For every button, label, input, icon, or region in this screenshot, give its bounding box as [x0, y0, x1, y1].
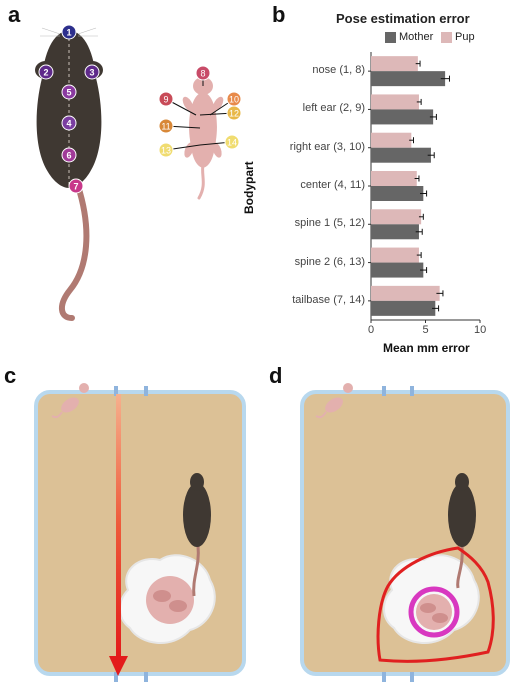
- bar-pup: [371, 132, 412, 148]
- pup-illustration: [182, 77, 224, 200]
- category-label: nose (1, 8): [312, 64, 365, 77]
- pup-keypoint-label: 14: [227, 138, 237, 148]
- legend-label-pup: Pup: [455, 31, 475, 43]
- chart-title: Pose estimation error: [336, 11, 470, 26]
- mother-keypoint-label: 5: [66, 88, 71, 98]
- pup-d: [315, 383, 353, 419]
- arena-d: [300, 383, 510, 682]
- pup-keypoint-label: 11: [161, 122, 170, 132]
- legend-label-mother: Mother: [399, 31, 434, 43]
- arrow-c: [116, 394, 121, 656]
- whiskers: [40, 27, 98, 37]
- panel-label-d: d: [269, 363, 283, 388]
- bar-chart: [368, 52, 481, 323]
- mother-keypoint-label: 3: [89, 68, 94, 78]
- pup-c: [51, 383, 89, 419]
- mother-keypoint-6: 6: [61, 147, 77, 163]
- mother-keypoint-label: 4: [66, 119, 71, 129]
- panel-label-a: a: [8, 2, 21, 27]
- mother-d: [448, 473, 476, 589]
- category-label: spine 1 (5, 12): [294, 217, 365, 230]
- nest-center-circle: [408, 586, 460, 638]
- bar-mother: [371, 109, 434, 125]
- mother-keypoint-7: 7: [68, 178, 84, 194]
- legend-swatch-mother: [385, 31, 396, 43]
- mother-tail: [59, 183, 90, 321]
- mother-keypoint-1: 1: [61, 24, 77, 40]
- bar-pup: [371, 247, 419, 263]
- pup-keypoint-label: 12: [229, 109, 239, 119]
- legend-swatch-pup: [441, 31, 452, 43]
- nest-c: [119, 554, 216, 644]
- bar-pup: [371, 285, 440, 301]
- bar-pup: [371, 94, 419, 110]
- bar-pup: [371, 171, 417, 186]
- x-tick-label: 10: [474, 324, 487, 336]
- panel-label-c: c: [4, 363, 17, 388]
- pup-keypoint-9: 9: [158, 91, 197, 116]
- arena-c: [34, 383, 246, 682]
- pup-keypoint-13: 13: [158, 142, 201, 158]
- pup-keypoints: 8 9 10 11 12 13 14: [158, 65, 242, 158]
- x-tick-label: 5: [422, 324, 429, 336]
- category-label: right ear (3, 10): [289, 140, 365, 153]
- bar-mother: [371, 71, 446, 87]
- category-label: spine 2 (6, 13): [294, 255, 365, 268]
- pup-keypoint-label: 13: [161, 146, 171, 156]
- category-label: center (4, 11): [300, 179, 365, 191]
- mother-keypoint-label: 1: [66, 28, 71, 38]
- bar-pup: [371, 209, 422, 225]
- pup-keypoint-14: 14: [199, 134, 240, 150]
- bar-mother: [371, 262, 424, 278]
- mother-keypoint-label: 7: [73, 182, 78, 192]
- mother-keypoint-2: 2: [38, 64, 54, 80]
- pup-keypoint-label: 10: [229, 95, 239, 105]
- mother-keypoint-4: 4: [61, 115, 77, 131]
- bar-mother: [371, 300, 436, 316]
- pup-keypoint-8: 8: [195, 65, 211, 86]
- x-tick-label: 0: [368, 324, 375, 336]
- pup-keypoint-label: 8: [200, 69, 205, 79]
- category-label: left ear (2, 9): [302, 102, 365, 115]
- mother-keypoint-3: 3: [84, 64, 100, 80]
- arrowhead-c: [109, 656, 128, 676]
- nest-region-outline: [376, 546, 495, 663]
- bar-mother: [371, 147, 431, 163]
- bar-mother: [371, 224, 419, 240]
- mother-keypoint-5: 5: [61, 84, 77, 100]
- category-label: tailbase (7, 14): [292, 293, 365, 306]
- mother-keypoints: 1 2 3 5 4 6 7: [38, 24, 100, 194]
- pup-keypoint-11: 11: [158, 118, 201, 134]
- pup-keypoint-12: 12: [199, 105, 242, 121]
- mother-keypoint-label: 6: [66, 151, 71, 161]
- x-axis-title: Mean mm error: [383, 341, 470, 355]
- pup-keypoint-label: 9: [163, 95, 168, 105]
- bar-mother: [371, 186, 424, 201]
- legend-pup: Pup: [441, 31, 475, 43]
- panel-label-b: b: [272, 2, 286, 27]
- y-axis-title: Bodypart: [242, 161, 256, 214]
- bar-pup: [371, 56, 418, 72]
- legend-mother: Mother: [385, 31, 433, 43]
- nest-d: [383, 554, 480, 644]
- mother-c: [183, 473, 211, 597]
- mother-keypoint-label: 2: [43, 68, 48, 78]
